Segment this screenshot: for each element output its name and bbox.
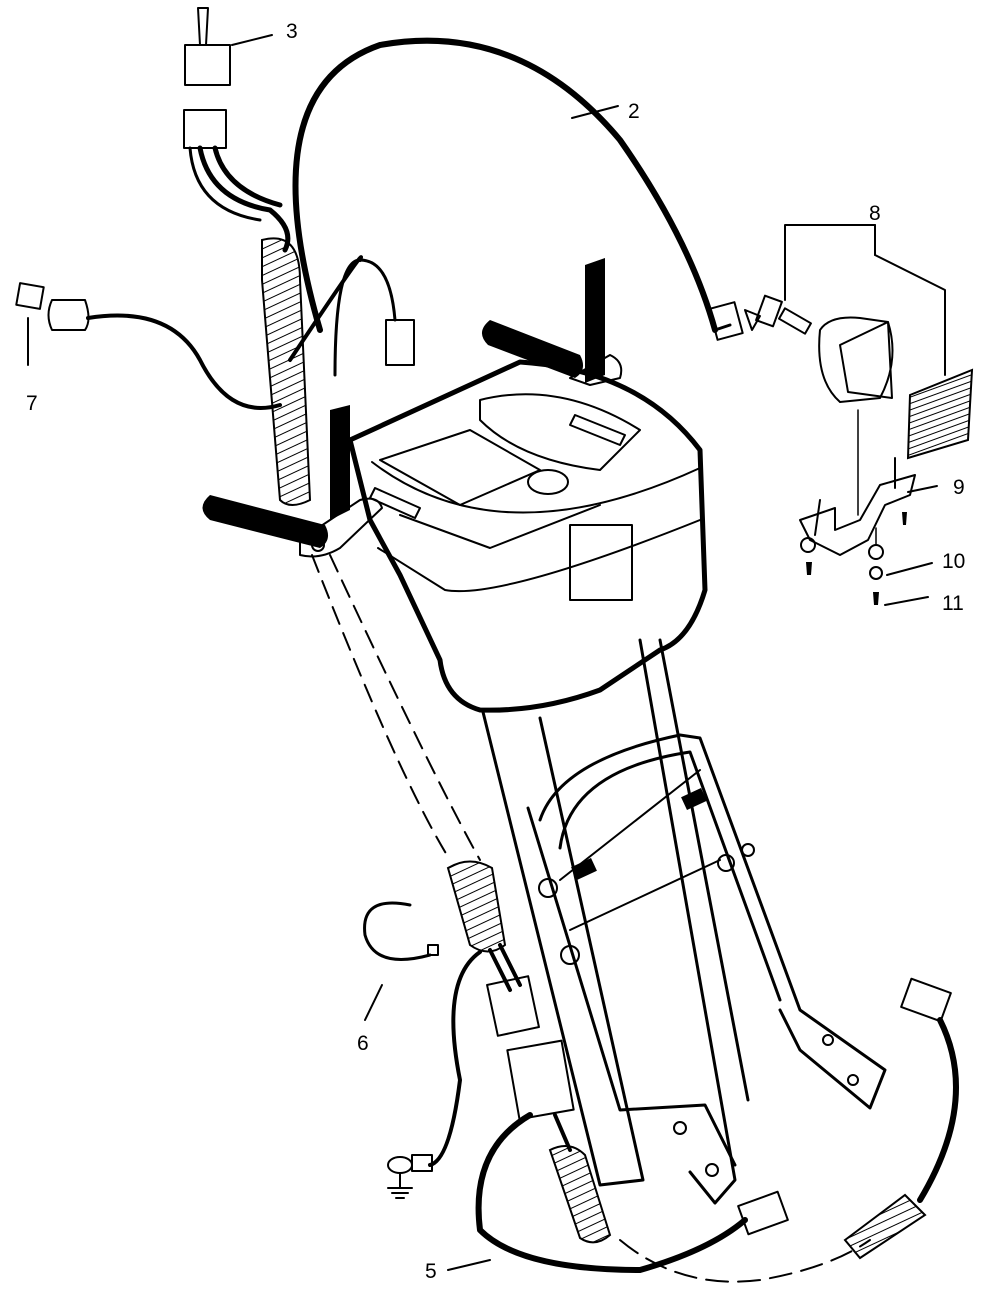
callout-7: 7 [26, 392, 38, 415]
handle-frame [481, 638, 887, 1205]
lower-harness-5 [311, 554, 959, 1283]
control-panel [347, 359, 708, 713]
callout-8: 8 [869, 202, 881, 225]
light-assembly-8 [784, 224, 974, 516]
callout-10: 10 [942, 550, 965, 573]
callout-5: 5 [425, 1260, 437, 1283]
wire-harness-2 [292, 37, 812, 377]
leader-lines [27, 34, 938, 1271]
cable-tie-6 [363, 901, 439, 961]
switch-harness-3 [183, 7, 363, 506]
callout-2: 2 [628, 100, 640, 123]
callout-9: 9 [953, 476, 965, 499]
callouts: 3 2 8 7 9 10 11 6 5 [26, 20, 965, 1283]
callout-6: 6 [357, 1032, 369, 1055]
callout-3: 3 [286, 20, 298, 43]
key-7 [15, 282, 282, 410]
bracket-9 [799, 457, 916, 605]
callout-11: 11 [942, 592, 964, 615]
handle-grips [202, 258, 623, 558]
